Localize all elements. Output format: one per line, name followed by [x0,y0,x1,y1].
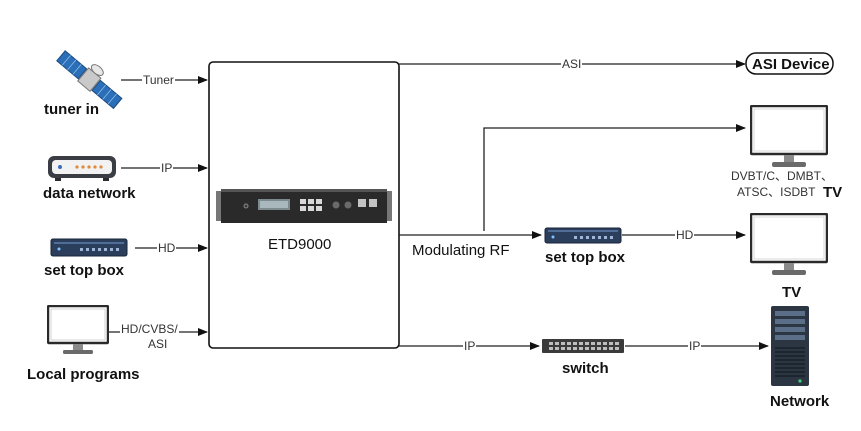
ip-link-label: IP [160,161,174,175]
asi-device-box [745,52,834,75]
local-programs-label: Local programs [27,366,140,383]
data-network-label: data network [43,185,136,202]
switch-label: switch [562,360,609,377]
set-top-box-label: set top box [44,262,125,279]
etd9000-frame [208,61,400,349]
tv-monitor-icon [750,105,828,167]
etd9000-label: ETD9000 [268,236,332,253]
tuner-link-label: Tuner [142,73,175,87]
hd-out-link-label: HD [675,228,695,242]
monitor-icon [47,305,109,354]
tv-standards-line-2: ATSC、ISDBT [736,185,817,199]
set-top-box-icon-2 [544,227,622,244]
satellite-icon [56,50,123,110]
tv-label-2: TV [782,284,802,301]
local-link-label-1: HD/CVBS/ [120,322,179,336]
rf-tv-line [483,124,746,231]
modulating-rf-label: Modulating RF [412,242,510,259]
ip-network-link-label: IP [688,339,702,353]
ip-switch-link-label: IP [463,339,477,353]
asi-device-label: ASI Device [752,56,830,73]
tv-standards-line-1: DVBT/C、DMBT、 [730,169,835,183]
router-icon [48,156,116,181]
switch-icon [542,339,624,353]
network-label: Network [770,393,830,410]
etd9000-unit-icon [216,189,392,223]
tv-label-1: TV [823,184,843,201]
local-link-label-2: ASI [147,337,169,351]
set-top-box-icon [50,238,128,257]
hd-link-label: HD [157,241,177,255]
tv-monitor-icon-2 [750,213,828,275]
asi-link-label: ASI [561,57,583,71]
set-top-box-label-2: set top box [545,249,626,266]
server-icon [771,306,809,386]
tuner-in-label: tuner in [44,101,99,118]
